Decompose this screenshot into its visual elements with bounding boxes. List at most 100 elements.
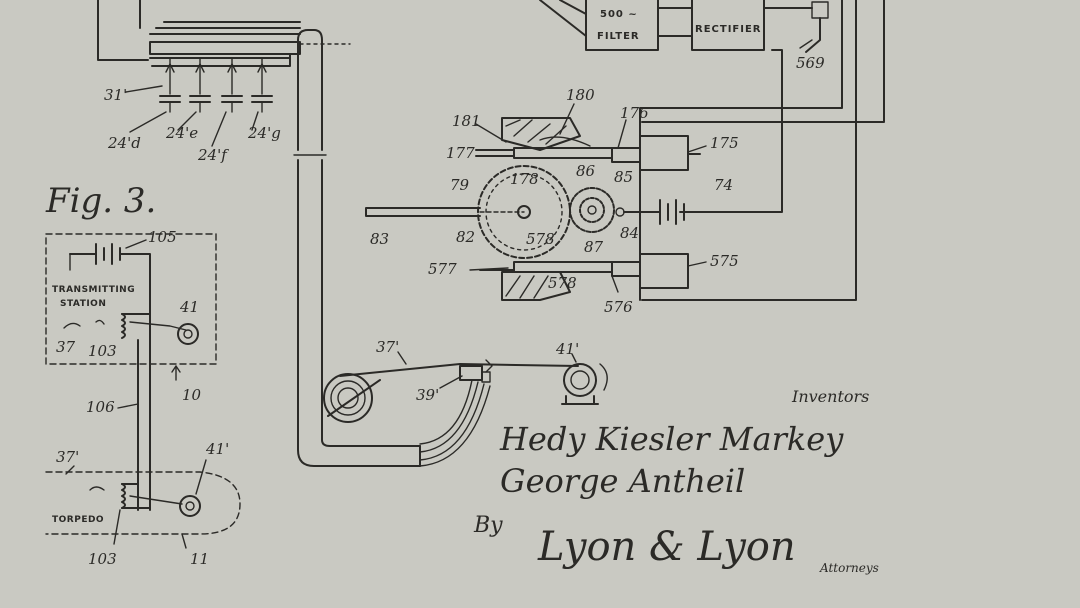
label-181: 181 [452,112,481,130]
label-175: 175 [710,134,739,152]
flexible-cable [293,29,491,467]
motor-rotation-arc [599,363,608,391]
cable-lower-outer [297,159,421,467]
motor-base [561,395,599,405]
label-10: 10 [182,386,202,404]
label-103: 103 [88,342,117,360]
paper-roll-core [337,387,359,409]
label-41: 41 [179,298,199,316]
label-180-leader [559,103,575,135]
cable-fan-wires [419,379,491,467]
filter-input-wires [539,0,587,37]
label-176-leader [617,119,627,149]
label-576-leader [611,275,619,293]
label-79: 79 [450,176,470,194]
capacitor-leads [169,101,263,113]
label-575-leader [687,261,707,267]
label-106-leader [117,403,139,409]
inventor-2-signature: George Antheil [500,462,745,500]
tap-element-569 [811,1,829,19]
reader-head-39 [459,365,483,381]
label-103-torpedo: 103 [88,550,117,568]
label-575: 575 [710,252,739,270]
reader-head-tip [481,371,491,383]
label-87: 87 [584,238,604,256]
drive-motor-hub [570,370,590,390]
label-569-leader [799,39,813,49]
fig3-diagram: Fig. 3. TRANSMITTING STATION 105 41 37 1… [45,181,241,568]
label-175-leader [687,145,707,153]
motor-41b-hub [185,501,195,511]
label-31-prime: 31' [104,86,127,104]
drive-motor-41 [563,363,597,397]
signature-block: Inventors Hedy Kiesler Markey George Ant… [473,387,879,575]
label-569: 569 [796,54,825,72]
gear-87 [579,197,605,223]
gear-86 [569,187,615,233]
station-wires [121,279,151,511]
spring-180 [539,136,591,147]
paper-roll [323,373,373,423]
relay-176-plunger [611,147,641,163]
shaft-83 [365,207,481,217]
label-41p-leader [571,353,577,363]
label-31-leader [125,85,163,93]
attorneys-label: Attorneys [819,561,879,575]
label-24e: 24'e [165,124,198,142]
upper-rail [639,0,843,301]
inventor-1-signature: Hedy Kiesler Markey [499,420,844,458]
label-103b-leader [113,509,121,545]
label-24g: 24'g [247,124,281,142]
outer-rail [641,0,857,301]
gear-79-inner [485,173,563,251]
label-86: 86 [576,162,596,180]
relay-175 [639,135,689,171]
label-11-leader [181,533,187,549]
by-label: By [473,513,503,538]
label-180: 180 [566,86,595,104]
transmitting-label-2: STATION [60,299,106,309]
label-576: 576 [604,298,633,316]
figure-title: Fig. 3. [45,181,156,221]
filter-label-line-1: 500 ~ [600,9,638,20]
contact-bar [149,41,301,55]
label-37p-leader [397,351,407,365]
motor-41-hub [183,329,193,339]
label-41b-leader [195,459,207,495]
motor-41-prime-torpedo [179,495,201,517]
coil-103-top [121,313,126,339]
label-37-prime: 37' [376,338,399,356]
cable-lower-inner [321,159,421,447]
filter-rectifier-wires [657,7,693,37]
label-105-leader [125,239,147,249]
torpedo-label: TORPEDO [52,515,104,525]
capacitor-plates [159,95,273,103]
label-106: 106 [86,398,115,416]
right-rail [641,0,885,123]
tape-37-curve-2 [95,319,105,325]
label-24f: 24'f [197,146,229,164]
label-176: 176 [620,104,649,122]
tape-37b-curve [65,465,105,491]
label-578-edge: 578 [548,274,577,292]
label-37: 37 [56,338,76,356]
contact-wires [149,21,301,35]
upper-bracket [501,117,581,151]
label-11: 11 [190,550,209,568]
roll-tape-top [339,363,579,377]
cable-top-bend [297,29,323,151]
rectifier-label: RECTIFIER [695,24,762,35]
label-177: 177 [446,144,475,162]
label-24d: 24'd [107,134,141,152]
relay-576-plunger [611,261,641,277]
gear-mechanism: 181 180 176 175 177 178 86 85 79 74 83 8… [365,86,781,316]
contact-frame [149,53,291,67]
capacitor-label-leaders [129,111,259,147]
label-83: 83 [370,230,389,248]
lower-bracket-hatch [505,275,549,299]
label-577-leader [469,267,509,271]
coil-103-bottom [121,483,126,509]
gear-86-hub [587,205,597,215]
